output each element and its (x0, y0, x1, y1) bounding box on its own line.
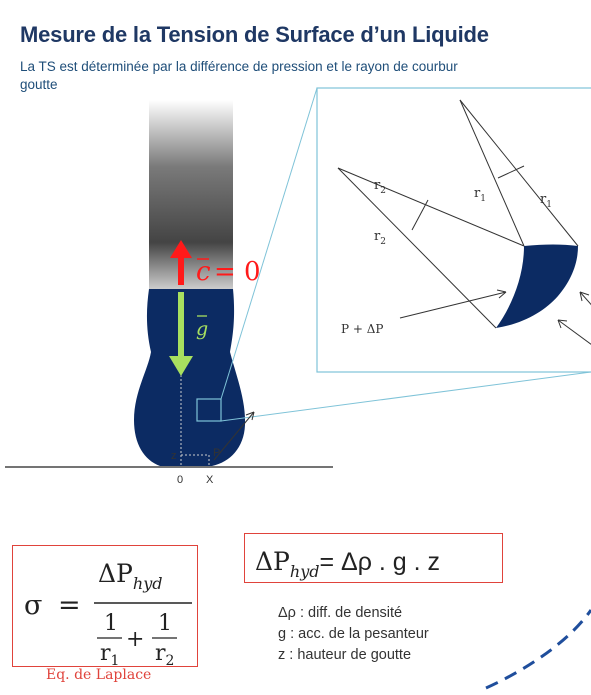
zoom-leader-top (220, 87, 318, 400)
r2-line-top (337, 167, 525, 247)
hydrostatic-equation-box (244, 533, 503, 583)
liquid-drop (134, 289, 246, 466)
laplace-r1: r1 (100, 641, 119, 669)
r1-left-label: r1 (474, 186, 486, 204)
r1-chord (497, 165, 525, 179)
laplace-one-b: 1 (158, 611, 172, 636)
slide-subtitle-line1: La TS est déterminée par la différence d… (20, 59, 458, 74)
legend-height: z : hauteur de goutte (278, 647, 412, 663)
outer-arrowhead-1 (579, 291, 590, 302)
needle (149, 100, 233, 290)
gravity-arrowhead (169, 356, 193, 376)
laplace-equals: = (58, 590, 81, 621)
legend-gravity: g : acc. de la pesanteur (278, 626, 429, 642)
legend-density: Δρ : diff. de densité (278, 605, 403, 621)
pressure-label: P + ΔP (341, 322, 384, 336)
p-arrowhead (245, 411, 255, 421)
zoomed-surface (496, 244, 578, 328)
outer-arrowhead-2 (557, 319, 568, 329)
z-label: z (171, 450, 177, 462)
r1-right-label: r1 (540, 192, 552, 210)
p-label: P (213, 447, 220, 459)
laplace-one-a: 1 (104, 611, 118, 636)
laplace-caption: Eq. de Laplace (46, 667, 152, 683)
p-arrow (213, 411, 255, 461)
dashed-curve (485, 609, 591, 690)
r2-chord (411, 199, 429, 231)
velocity-vector-symbol: c (196, 257, 211, 287)
velocity-equals-zero: = 0 (214, 257, 261, 287)
slide-title: Mesure de la Tension de Surface d’un Liq… (20, 22, 489, 47)
r2-bottom-label: r2 (374, 229, 386, 247)
laplace-numerator: ΔPhyd (98, 559, 162, 593)
pressure-arrowhead (496, 289, 507, 299)
slide-subtitle-line2: goutte (20, 77, 58, 92)
r2-line-bottom (337, 167, 497, 329)
velocity-arrowhead (170, 240, 192, 258)
hydro-formula: ΔPhyd= Δρ . g . z (255, 547, 440, 581)
r1-line-right (459, 99, 579, 247)
outer-arrow-2 (557, 319, 591, 345)
r1-line-left (459, 99, 525, 247)
origin-label: 0 (177, 474, 183, 486)
outer-arrow-1 (579, 291, 591, 306)
zoom-leader-bottom (220, 371, 591, 422)
pressure-arrow (399, 291, 507, 319)
laplace-equation-box (12, 545, 198, 667)
zoom-frame (316, 87, 591, 373)
x-axis-label: X (206, 474, 214, 486)
sigma-symbol: σ (24, 590, 42, 621)
laplace-r2: r2 (155, 641, 174, 669)
gravity-symbol: g (196, 318, 208, 340)
laplace-plus: + (126, 627, 144, 652)
r2-top-label: r2 (374, 178, 386, 196)
zoom-region-marker (196, 398, 222, 422)
